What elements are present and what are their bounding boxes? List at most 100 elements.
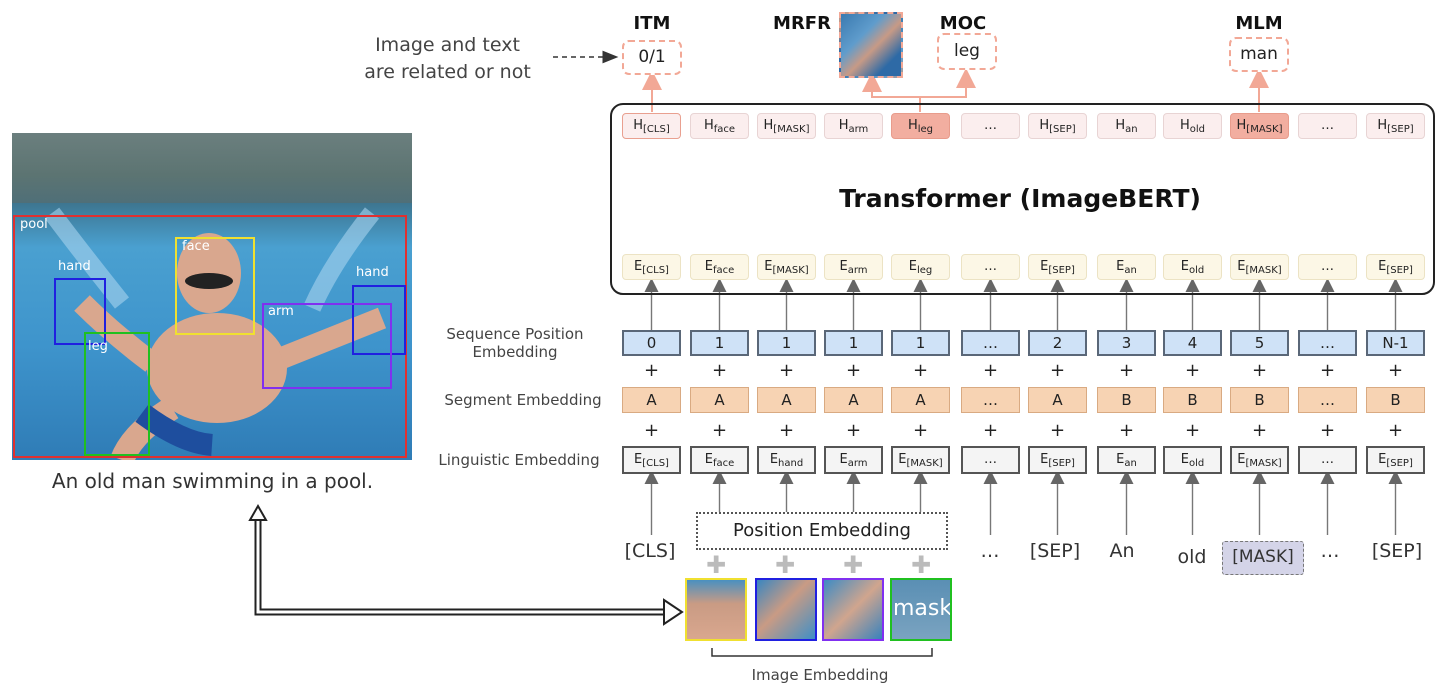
plus-icon: + (1319, 420, 1336, 441)
bbox-hand-right (352, 285, 406, 355)
hidden-cell: Harm (824, 113, 883, 139)
hidden-cell-base: H (1236, 118, 1247, 133)
plus-icon: + (982, 360, 999, 381)
linguistic-cell: E[CLS] (622, 446, 681, 474)
linguistic-cell: Earm (824, 446, 883, 474)
hidden-cell-base: H (703, 118, 714, 133)
patch-masked: mask (890, 578, 952, 641)
image-embedding-bracket (711, 648, 933, 657)
linguistic-cell-base: … (1321, 452, 1334, 467)
hidden-cell: H[SEP] (1366, 113, 1425, 139)
hidden-cell-sub: arm (848, 124, 869, 135)
segment-cell: A (891, 387, 950, 413)
input-embedding-cell-base: E (634, 259, 643, 274)
linguistic-cell-base: E (839, 452, 848, 467)
position-cell: 1 (891, 330, 950, 356)
caption-arrow-outer (254, 520, 666, 616)
plus-icon: + (1251, 360, 1268, 381)
hidden-cell: H[MASK] (757, 113, 816, 139)
linguistic-cell-base: E (704, 452, 713, 467)
pool-ceiling (12, 133, 412, 203)
segment-cell: A (824, 387, 883, 413)
itm-note: Image and text are related or not (340, 32, 555, 86)
linguistic-cell-sub: [CLS] (642, 458, 669, 469)
segment-cell: B (1366, 387, 1425, 413)
plus-icon: + (982, 420, 999, 441)
linguistic-cell: E[SEP] (1028, 446, 1087, 474)
mlm-title: MLM (1235, 13, 1283, 34)
hidden-cell-sub: leg (917, 124, 934, 135)
position-cell: 4 (1163, 330, 1222, 356)
text-token: [SEP] (1371, 540, 1423, 562)
linguistic-cell: Ehand (757, 446, 816, 474)
bbox-label-leg: leg (88, 339, 108, 354)
plus-icon: + (912, 420, 929, 441)
linguistic-cell: … (1298, 446, 1357, 474)
hidden-cell-base: H (1039, 118, 1050, 133)
input-embedding-cell-sub: [SEP] (1386, 265, 1413, 276)
hidden-cell-base: H (633, 118, 644, 133)
hidden-cell: … (961, 113, 1020, 139)
input-embedding-cell: … (1298, 254, 1357, 280)
plus-icon: + (711, 360, 728, 381)
position-cell: 1 (757, 330, 816, 356)
text-token: old (1177, 546, 1207, 568)
sequence-position-label: Sequence Position Embedding (420, 325, 610, 361)
input-embedding-cell: Earm (824, 254, 883, 280)
linguistic-cell-sub: hand (778, 458, 804, 469)
linguistic-cell-sub: [MASK] (906, 458, 943, 469)
bbox-arm (262, 303, 392, 389)
position-cell: 2 (1028, 330, 1087, 356)
patch-arm (822, 578, 884, 641)
input-embedding-cell: E[CLS] (622, 254, 681, 280)
input-embedding-cell: Eleg (891, 254, 950, 280)
input-embedding-cell: E[MASK] (757, 254, 816, 280)
hidden-cell-base: H (1115, 118, 1126, 133)
input-embedding-cell-base: E (839, 259, 848, 274)
plus-icon: + (1251, 420, 1268, 441)
text-token: [SEP] (1029, 540, 1081, 562)
plus-icon: + (845, 360, 862, 381)
input-embedding-cell: Eold (1163, 254, 1222, 280)
linguistic-cell-base: E (898, 452, 907, 467)
hidden-cell: Han (1097, 113, 1156, 139)
image-embedding-label: Image Embedding (751, 666, 889, 684)
plus-icon: + (643, 420, 660, 441)
patch-face (685, 578, 747, 641)
input-embedding-cell-sub: face (712, 265, 735, 276)
linguistic-cell-sub: [SEP] (1386, 458, 1413, 469)
token-mask: [MASK] (1222, 541, 1304, 575)
gray-plus-icon: ✚ (774, 551, 796, 579)
position-embedding-box: Position Embedding (696, 512, 948, 550)
position-cell: 1 (690, 330, 749, 356)
moc-output-box: leg (937, 33, 997, 70)
hidden-cell-base: H (1179, 118, 1190, 133)
bbox-label-pool: pool (20, 217, 48, 232)
linguistic-cell-sub: [MASK] (1245, 458, 1282, 469)
arrow-moc (920, 68, 976, 98)
linguistic-cell-sub: arm (847, 458, 868, 469)
plus-icon: + (1049, 360, 1066, 381)
patch-mask-label: mask (893, 596, 952, 621)
segment-cell: B (1230, 387, 1289, 413)
linguistic-cell: E[MASK] (1230, 446, 1289, 474)
position-cell: N-1 (1366, 330, 1425, 356)
sequence-position-label-line1: Sequence Position (446, 325, 584, 343)
bbox-label-face: face (182, 239, 210, 254)
input-embedding-cell: … (961, 254, 1020, 280)
bbox-face (175, 237, 255, 335)
position-cell: 0 (622, 330, 681, 356)
hidden-cell: H[MASK] (1230, 113, 1289, 139)
linguistic-cell-sub: an (1124, 458, 1137, 469)
input-embedding-cell-sub: old (1188, 265, 1205, 276)
position-cell: … (961, 330, 1020, 356)
bbox-pool (13, 215, 407, 458)
input-image: pool hand face hand arm leg (12, 133, 412, 460)
plus-icon: + (778, 420, 795, 441)
hidden-cell-sub: [CLS] (643, 124, 670, 135)
input-embedding-cell-sub: [MASK] (772, 265, 809, 276)
plus-icon: + (1387, 360, 1404, 381)
bbox-hand-left (54, 278, 106, 345)
bbox-label-hand-right: hand (356, 265, 389, 280)
